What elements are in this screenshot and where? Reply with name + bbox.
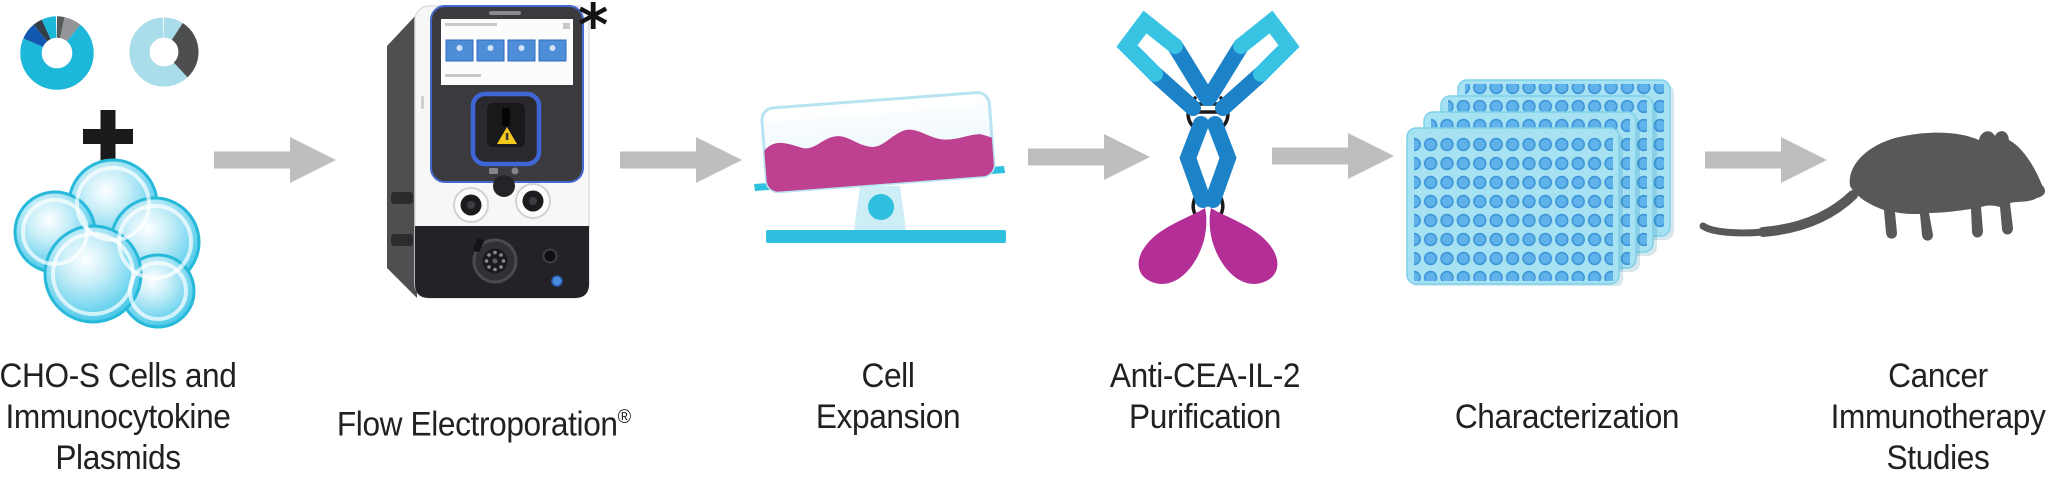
- step-label-cho-cells: CHO-S Cells and Immunocytokine Plasmids: [0, 357, 237, 477]
- registered-mark: ®: [617, 406, 632, 428]
- plus-icon: [83, 110, 133, 163]
- flow-arrow-icon: [1705, 137, 1827, 183]
- device-pump: [472, 238, 518, 284]
- step-label-studies: Cancer Immunotherapy Studies: [1830, 357, 2046, 477]
- antibody-icon: [1116, 10, 1300, 284]
- device-knobs: [453, 183, 551, 223]
- rocker-bioreactor-icon: [754, 91, 1006, 243]
- flow-arrow-icon: [214, 137, 336, 183]
- cho-cells-icon: [13, 158, 201, 329]
- flow-arrow-icon: [1272, 133, 1394, 179]
- flow-arrow-icon: [620, 137, 742, 183]
- mouse-icon: [1699, 131, 2045, 241]
- footnote-asterisk: *: [578, 0, 609, 59]
- electroporation-device-icon: [387, 5, 590, 299]
- flow-arrow-icon: [1028, 134, 1150, 180]
- plasmid-donut-1-icon: [20, 16, 94, 90]
- plasmid-donut-2-icon: [129, 17, 199, 87]
- step-label-flow-electroporation: Flow Electroporation®: [336, 405, 632, 444]
- step-label-cell-expansion: Cell Expansion: [815, 357, 961, 436]
- well-plates-icon: [1406, 79, 1674, 286]
- device-brand-mark: [489, 11, 521, 15]
- device-touchscreen: [441, 19, 573, 85]
- step-label-purification: Anti-CEA-IL-2 Purification: [1109, 357, 1301, 436]
- step-label-characterization: Characterization: [1454, 398, 1680, 436]
- device-led: [551, 275, 563, 287]
- il2-petals: [1138, 208, 1278, 284]
- device-cartridge-port: [470, 91, 542, 167]
